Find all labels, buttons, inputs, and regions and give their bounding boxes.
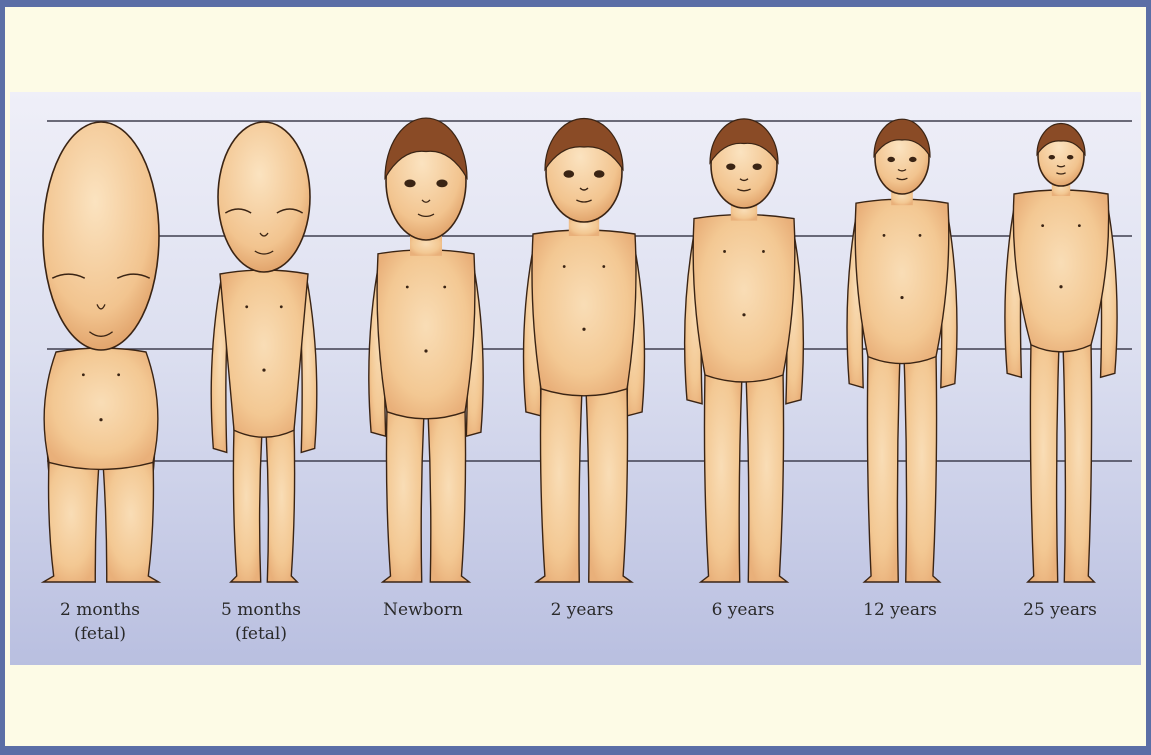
nipple (762, 250, 765, 253)
navel (99, 418, 102, 421)
eye (563, 170, 574, 177)
caption-sublabel: (fetal) (30, 622, 170, 646)
eye (887, 157, 895, 162)
torso (855, 199, 949, 363)
nipple (1041, 224, 1044, 227)
figure-25-years (1005, 124, 1117, 583)
eye (753, 163, 762, 169)
eye (1049, 155, 1055, 160)
leg (1063, 341, 1094, 582)
caption-label: 25 years (990, 598, 1130, 622)
figures-layer (43, 118, 1117, 582)
caption-label: 2 months (30, 598, 170, 622)
nipple (443, 286, 446, 289)
nipple (723, 250, 726, 253)
caption-label: Newborn (353, 598, 493, 622)
navel (1059, 285, 1062, 288)
eye (1067, 155, 1073, 160)
leg (904, 353, 940, 582)
navel (582, 328, 585, 331)
leg (428, 408, 469, 582)
leg (383, 408, 424, 582)
nipple (82, 373, 85, 376)
caption-label: 2 years (512, 598, 652, 622)
caption-6-years: 6 years (673, 598, 813, 622)
figure-5-months (211, 122, 317, 582)
nipple (280, 305, 283, 308)
caption-label: 6 years (673, 598, 813, 622)
figure-6-years (685, 119, 804, 582)
eye (909, 157, 917, 162)
torso (377, 250, 475, 419)
nipple (245, 305, 248, 308)
eye (594, 170, 605, 177)
navel (262, 368, 265, 371)
figure-2-months (43, 122, 159, 582)
torso (532, 230, 636, 396)
eye (404, 179, 415, 187)
leg (536, 385, 582, 582)
navel (900, 296, 903, 299)
eye (436, 179, 447, 187)
head (43, 122, 159, 350)
caption-newborn: Newborn (353, 598, 493, 622)
caption-12-years: 12 years (830, 598, 970, 622)
nipple (883, 234, 886, 237)
navel (742, 313, 745, 316)
nipple (563, 265, 566, 268)
leg (43, 458, 99, 582)
torso (1013, 190, 1108, 352)
caption-2-months: 2 months (fetal) (30, 598, 170, 646)
caption-5-months: 5 months (fetal) (191, 598, 331, 646)
caption-sublabel: (fetal) (191, 622, 331, 646)
figure-12-years (847, 119, 957, 582)
leg (864, 353, 900, 582)
leg (266, 426, 297, 582)
caption-label: 5 months (191, 598, 331, 622)
torso (693, 215, 795, 382)
nipple (602, 265, 605, 268)
leg (746, 371, 787, 582)
figure-newborn (369, 118, 483, 582)
caption-label: 12 years (830, 598, 970, 622)
leg (103, 458, 159, 582)
caption-2-years: 2 years (512, 598, 652, 622)
eye (726, 163, 735, 169)
leg (586, 385, 632, 582)
head (218, 122, 310, 272)
figure-2-years (524, 119, 645, 583)
torso (220, 270, 308, 437)
caption-25-years: 25 years (990, 598, 1130, 622)
nipple (117, 373, 120, 376)
navel (424, 349, 427, 352)
torso (44, 348, 158, 469)
nipple (919, 234, 922, 237)
nipple (1078, 224, 1081, 227)
nipple (406, 286, 409, 289)
leg (701, 371, 742, 582)
leg (1028, 341, 1059, 582)
leg (231, 426, 262, 582)
